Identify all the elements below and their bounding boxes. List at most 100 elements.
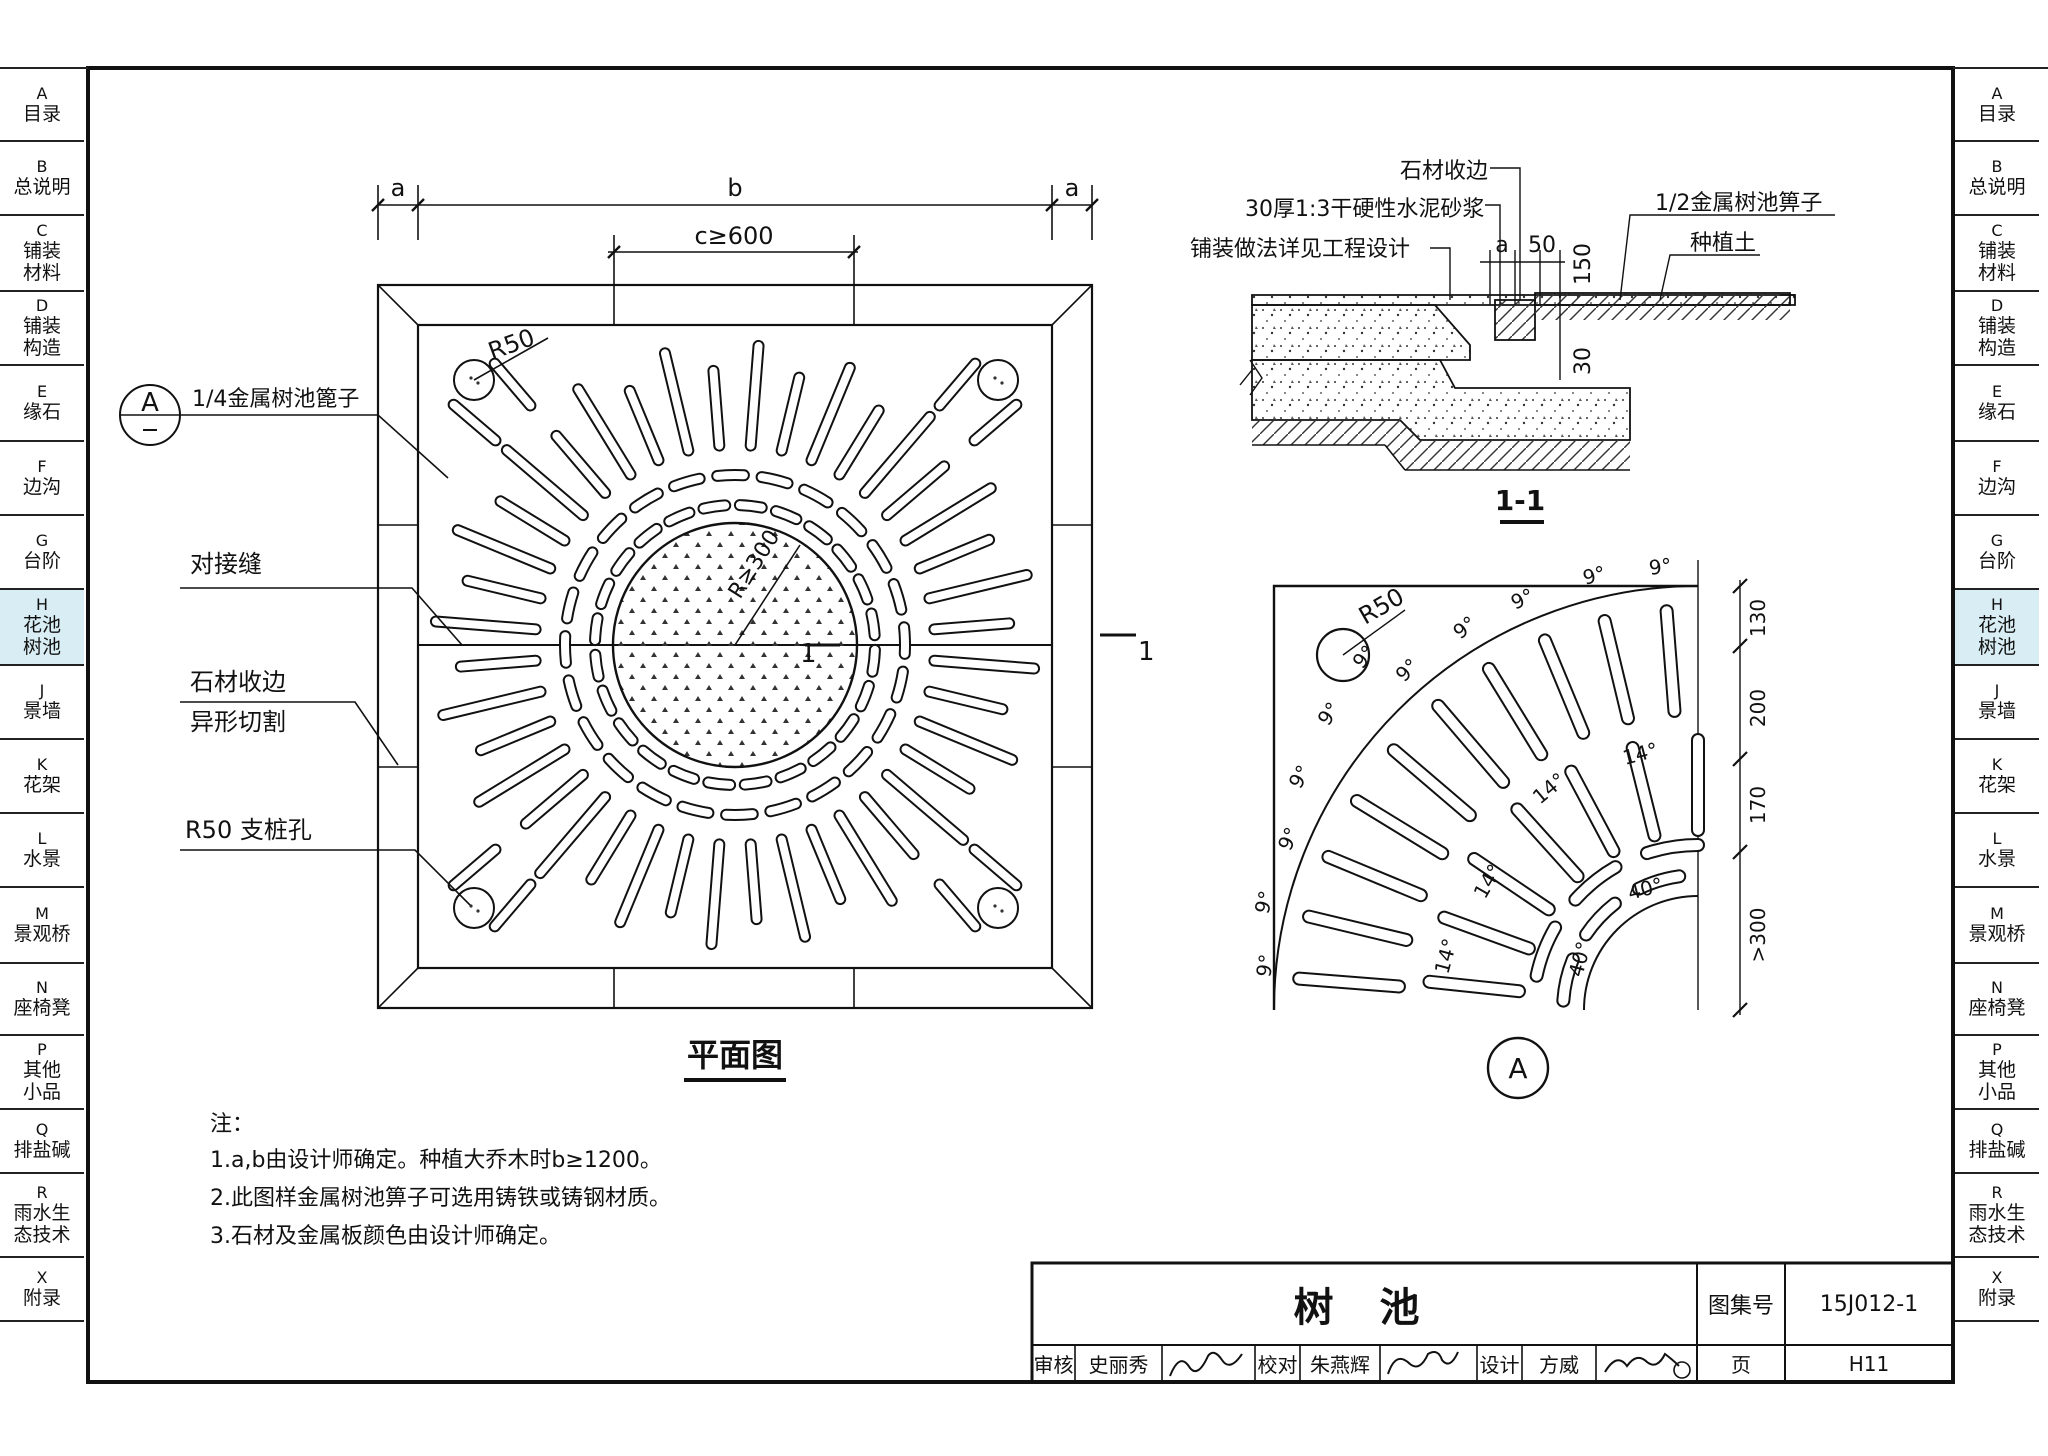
tab-code: X — [36, 1268, 48, 1287]
radial-slot-inner — [777, 835, 810, 941]
dim-170: 170 — [1746, 786, 1770, 824]
detail-mid-slot-inner — [1566, 766, 1619, 857]
tab-code: N — [1991, 978, 2003, 997]
arc-slot-inner — [631, 489, 662, 512]
detail-arc-slot-inner — [1570, 862, 1621, 905]
arc-slot-inner — [800, 485, 832, 507]
arc-slot-inner — [776, 764, 805, 782]
arc-slot-inner — [591, 650, 603, 681]
plan-detail-ref: A — [141, 388, 159, 418]
radial-slot-inner — [707, 840, 724, 949]
tab-code: E — [36, 382, 48, 401]
page-number: H11 — [1848, 1351, 1890, 1376]
arc-slot-inner — [868, 645, 879, 676]
angle-9-8: 9° — [1448, 611, 1481, 644]
radial-slot-inner — [807, 363, 854, 465]
radial-slot-inner — [930, 656, 1039, 673]
tab-label: 总说明 — [1968, 176, 2026, 198]
radial-slot-inner — [930, 619, 1014, 634]
angle-9-5: 9° — [1312, 697, 1345, 729]
tab-label: 排盐碱 — [13, 1139, 71, 1161]
sec-dim-30: 30 — [1571, 347, 1596, 375]
arc-slot-inner — [699, 501, 730, 513]
tab-label: 缘石 — [1977, 401, 2016, 423]
tab-label: 雨水生 态技术 — [1968, 1202, 2026, 1246]
grate-slots — [429, 339, 1041, 951]
arc-slot-inner — [678, 802, 713, 817]
arc-slot-inner — [564, 676, 581, 710]
radial-slot-inner — [901, 484, 995, 545]
tab-label: 铺装 构造 — [1977, 315, 2016, 359]
label-special-cut: 异形切割 — [190, 708, 286, 736]
detail-mid-slot-inner — [1469, 854, 1554, 915]
angle-40-2: 40° — [1625, 872, 1665, 904]
reviewer-name: 史丽秀 — [1088, 1353, 1149, 1377]
radial-slot-inner — [835, 406, 883, 479]
detail-radial-slot-inner — [1484, 663, 1547, 760]
drawing-title: 树 池 — [1293, 1285, 1436, 1331]
plan-view: a b a c≥600 R50 — [119, 174, 1155, 1082]
tab-code: X — [1991, 1268, 2003, 1287]
dim-300: >300 — [1746, 908, 1770, 963]
radial-slot-inner — [496, 497, 569, 545]
tab-code: G — [1990, 531, 2004, 550]
tab-code: G — [35, 531, 49, 550]
radial-slot-inner — [666, 835, 693, 917]
angle-9-1: 9° — [1251, 952, 1279, 979]
angle-9-3: 9° — [1273, 823, 1304, 854]
detail-slots — [1292, 604, 1705, 1008]
tab-label: 座椅凳 — [1968, 997, 2026, 1019]
radial-slot-inner — [456, 656, 540, 671]
arc-slot-inner — [669, 766, 699, 783]
tab-code: K — [1991, 755, 2003, 774]
angle-9-11: 9° — [1647, 553, 1673, 580]
tab-label: 铺装 材料 — [22, 240, 61, 284]
radial-slot-inner — [883, 462, 949, 520]
arc-slot-inner — [597, 579, 614, 609]
radial-slot-inner — [475, 745, 569, 806]
radial-slot-inner — [439, 687, 545, 720]
tab-label: 铺装 构造 — [22, 315, 61, 359]
tab-label: 总说明 — [13, 176, 71, 198]
atlas-number: 15J012-1 — [1819, 1291, 1919, 1317]
tab-code: F — [37, 457, 47, 476]
arc-slot-inner — [873, 710, 895, 742]
tab-label: 附录 — [22, 1287, 61, 1309]
arc-slot-inner — [604, 754, 633, 782]
tab-code: R — [36, 1183, 48, 1202]
